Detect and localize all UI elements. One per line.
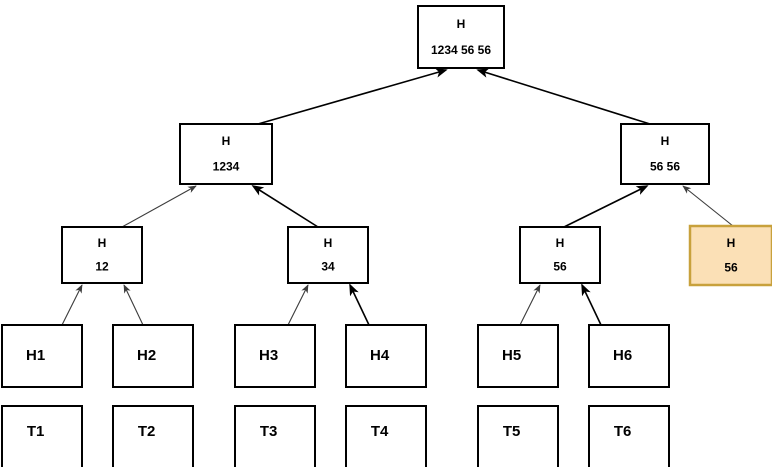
data-leaf-T2[interactable]: T2 (112, 405, 194, 467)
data-leaf-rect[interactable] (112, 405, 194, 467)
tree-node-l3-34[interactable]: H 34 (287, 226, 369, 284)
tree-edge (349, 283, 370, 326)
data-leaf-rect[interactable] (234, 405, 316, 467)
node-hash-label: H (324, 236, 333, 250)
data-leaf-rect[interactable] (345, 405, 427, 467)
node-hash-label: H (222, 134, 231, 148)
hash-leaf-rect[interactable] (234, 324, 316, 388)
hash-leaf-label: H3 (259, 347, 278, 364)
data-leaf-rect[interactable] (588, 405, 670, 467)
data-leaf-T5[interactable]: T5 (477, 405, 559, 467)
tree-edge (251, 185, 319, 228)
data-leaf-rect[interactable] (477, 405, 559, 467)
node-rect[interactable] (620, 123, 710, 185)
tree-edge (563, 185, 649, 228)
node-value-label: 56 56 (650, 159, 680, 173)
node-rect-highlighted[interactable] (688, 224, 772, 287)
hash-leaf-rect[interactable] (345, 324, 427, 388)
tree-node-l3-12[interactable]: H 12 (61, 226, 143, 284)
edges-layer (61, 68, 734, 326)
tree-edge (121, 185, 197, 228)
node-hash-label: H (98, 236, 107, 250)
hash-leaf-rect[interactable] (477, 324, 559, 388)
tree-edge (682, 185, 734, 227)
node-value-label: 12 (95, 259, 109, 273)
tree-node-l2-right[interactable]: H 56 56 (620, 123, 710, 185)
node-value-label: 56 (724, 261, 738, 275)
node-hash-label: H (457, 17, 466, 31)
data-leaf-T1[interactable]: T1 (1, 405, 83, 467)
node-rect[interactable] (61, 226, 143, 284)
data-leaf-label: T2 (138, 423, 156, 440)
hash-leaf-H6[interactable]: H6 (588, 324, 670, 388)
hash-leaf-H4[interactable]: H4 (345, 324, 427, 388)
data-leaf-T4[interactable]: T4 (345, 405, 427, 467)
node-value-label: 1234 (213, 159, 240, 173)
tree-edge (581, 283, 602, 326)
hash-leaf-H5[interactable]: H5 (477, 324, 559, 388)
hash-leaves-layer: H1 H2 H3 H4 H5 H6 (1, 324, 670, 388)
hash-leaf-label: H6 (613, 347, 632, 364)
data-leaf-label: T6 (614, 423, 632, 440)
node-hash-label: H (556, 236, 565, 250)
data-leaf-label: T3 (260, 423, 278, 440)
tree-edge (287, 284, 309, 326)
data-leaf-rect[interactable] (1, 405, 83, 467)
tree-node-l3-56b[interactable]: H 56 (688, 224, 772, 287)
hash-leaf-H1[interactable]: H1 (1, 324, 83, 388)
hash-leaf-label: H1 (26, 347, 45, 364)
hash-leaf-rect[interactable] (588, 324, 670, 388)
node-hash-label: H (727, 236, 736, 250)
data-leaf-label: T4 (371, 423, 389, 440)
tree-edge (61, 284, 83, 326)
node-value-label: 34 (321, 259, 335, 273)
node-hash-label: H (661, 134, 670, 148)
tree-edge (123, 284, 144, 326)
hash-leaf-rect[interactable] (112, 324, 194, 388)
hash-leaf-label: H2 (137, 347, 156, 364)
hash-leaf-label: H4 (370, 347, 390, 364)
tree-edge (476, 68, 651, 125)
tree-node-l2-left[interactable]: H 1234 (179, 123, 273, 185)
data-leaves-layer: T1 T2 T3 T4 T5 T6 (1, 405, 670, 467)
data-leaf-T6[interactable]: T6 (588, 405, 670, 467)
tree-edge (519, 284, 541, 326)
node-value-label: 1234 56 56 (431, 43, 491, 57)
hash-leaf-H3[interactable]: H3 (234, 324, 316, 388)
data-leaf-label: T5 (503, 423, 521, 440)
data-leaf-T3[interactable]: T3 (234, 405, 316, 467)
tree-node-l3-56a[interactable]: H 56 (519, 226, 601, 284)
node-rect[interactable] (417, 5, 505, 69)
node-value-label: 56 (553, 259, 567, 273)
node-rect[interactable] (287, 226, 369, 284)
tree-edge (257, 68, 448, 125)
tree-node-root[interactable]: H 1234 56 56 (417, 5, 505, 69)
hash-leaf-H2[interactable]: H2 (112, 324, 194, 388)
hash-leaf-label: H5 (502, 347, 521, 364)
node-rect[interactable] (519, 226, 601, 284)
node-rect[interactable] (179, 123, 273, 185)
data-leaf-label: T1 (27, 423, 45, 440)
hash-leaf-rect[interactable] (1, 324, 83, 388)
